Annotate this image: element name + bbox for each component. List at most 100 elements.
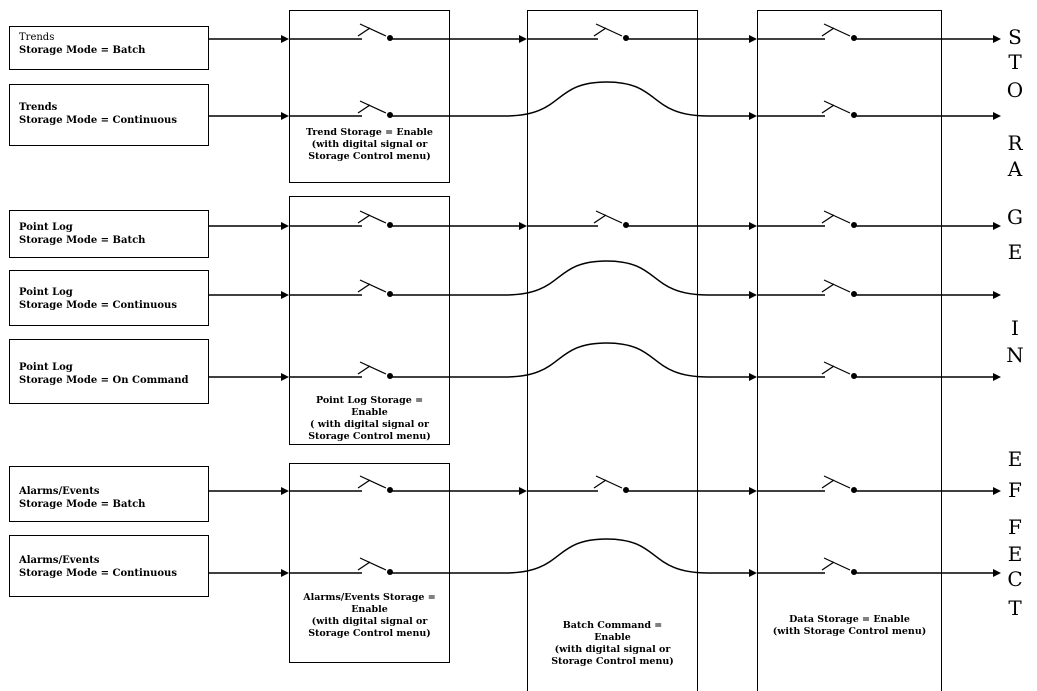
source-label-pointlog-oncommand: Point Log Storage Mode = On Command — [19, 361, 189, 387]
source-box-trends-batch — [9, 26, 209, 70]
alarms-storage-label: Alarms/Events Storage = Enable (with dig… — [292, 592, 447, 640]
source-box-pointlog-continuous — [9, 270, 209, 326]
batch-command-box — [527, 10, 698, 691]
source-label-alarms-continuous: Alarms/Events Storage Mode = Continuous — [19, 554, 177, 580]
output-letter: N — [1006, 343, 1024, 367]
switch-tick — [357, 283, 371, 293]
label-line: Storage Control menu) — [308, 431, 431, 442]
switch-tick — [821, 104, 835, 114]
label-line: (with digital signal or — [554, 644, 671, 655]
source-box-alarms-continuous — [9, 535, 209, 597]
arrow-head — [993, 291, 1001, 299]
source-mode: Storage Mode = Continuous — [19, 568, 177, 579]
source-box-pointlog-oncommand — [9, 339, 209, 404]
arrow-head — [281, 569, 289, 577]
label-line: Enable — [351, 407, 388, 418]
arrow-head — [749, 569, 757, 577]
switch-blade — [595, 475, 623, 489]
switch-contact — [387, 487, 393, 493]
source-mode: Storage Mode = Continuous — [19, 115, 177, 126]
output-letter: S — [1008, 25, 1022, 49]
label-line: (with Storage Control menu) — [772, 626, 927, 637]
output-letter: O — [1006, 78, 1024, 102]
switch-contact — [387, 222, 393, 228]
source-box-trends-continuous — [9, 84, 209, 146]
source-mode: Storage Mode = On Command — [19, 375, 189, 386]
label-line: Enable — [594, 632, 631, 643]
arrow-head — [993, 222, 1001, 230]
switch-contact — [851, 487, 857, 493]
arrow-head — [993, 373, 1001, 381]
switch-contact — [387, 373, 393, 379]
switch-contact — [851, 112, 857, 118]
switch-blade — [359, 279, 387, 293]
arrow-head — [749, 487, 757, 495]
source-label-pointlog-continuous: Point Log Storage Mode = Continuous — [19, 286, 177, 312]
source-title: Point Log — [19, 362, 73, 373]
source-title: Alarms/Events — [19, 486, 100, 497]
arrow-head — [281, 222, 289, 230]
switch-contact — [851, 222, 857, 228]
switch-blade — [595, 23, 623, 37]
source-label-trends-batch: Trends Storage Mode = Batch — [19, 31, 145, 57]
switch-blade — [823, 100, 851, 114]
output-letter: F — [1008, 478, 1022, 502]
switch-blade — [823, 475, 851, 489]
switch-contact — [623, 487, 629, 493]
switch-tick — [821, 365, 835, 375]
pointlog-storage-label: Point Log Storage = Enable ( with digita… — [292, 395, 447, 443]
source-box-alarms-batch — [9, 466, 209, 522]
switch-contact — [387, 291, 393, 297]
pointlog-storage-box — [289, 196, 450, 445]
source-title: Trends — [19, 102, 58, 113]
source-mode: Storage Mode = Batch — [19, 235, 146, 246]
switch-blade — [359, 557, 387, 571]
source-label-pointlog-batch: Point Log Storage Mode = Batch — [19, 221, 145, 247]
switch-tick — [593, 479, 607, 489]
trend-storage-label: Trend Storage = Enable (with digital sig… — [292, 127, 447, 163]
switch-contact — [851, 35, 857, 41]
source-title: Trends — [19, 32, 55, 43]
source-label-alarms-batch: Alarms/Events Storage Mode = Batch — [19, 485, 145, 511]
source-title: Alarms/Events — [19, 555, 100, 566]
switch-tick — [357, 561, 371, 571]
switch-contact — [851, 569, 857, 575]
source-title: Point Log — [19, 222, 73, 233]
output-letter: R — [1007, 131, 1023, 155]
switch-tick — [357, 479, 371, 489]
label-line: ( with digital signal or — [309, 419, 430, 430]
output-letter: F — [1008, 515, 1022, 539]
switch-blade — [359, 475, 387, 489]
switch-contact — [623, 222, 629, 228]
arrow-head — [519, 222, 527, 230]
arrow-head — [281, 112, 289, 120]
trend-storage-box — [289, 10, 450, 183]
label-line: Storage Control menu) — [308, 151, 431, 162]
arrow-head — [993, 569, 1001, 577]
switch-blade — [595, 210, 623, 224]
source-box-pointlog-batch — [9, 210, 209, 258]
label-line: Alarms/Events Storage = — [303, 592, 436, 603]
switch-tick — [821, 27, 835, 37]
arrow-head — [749, 222, 757, 230]
source-mode: Storage Mode = Batch — [19, 45, 146, 56]
switch-tick — [821, 561, 835, 571]
switch-blade — [823, 361, 851, 375]
output-letter: E — [1007, 542, 1023, 566]
label-line: Data Storage = Enable — [789, 614, 910, 625]
arrow-head — [993, 487, 1001, 495]
switch-contact — [851, 291, 857, 297]
output-letter: C — [1007, 567, 1023, 591]
output-letter: E — [1007, 447, 1023, 471]
label-line: Storage Control menu) — [308, 628, 431, 639]
arrow-head — [993, 35, 1001, 43]
output-letter: T — [1008, 596, 1022, 620]
label-line: (with digital signal or — [311, 139, 428, 150]
bypass-curve — [504, 81, 709, 117]
switch-tick — [821, 283, 835, 293]
label-line: Point Log Storage = — [315, 395, 424, 406]
arrow-head — [281, 487, 289, 495]
arrow-head — [749, 291, 757, 299]
label-line: Enable — [351, 604, 388, 615]
